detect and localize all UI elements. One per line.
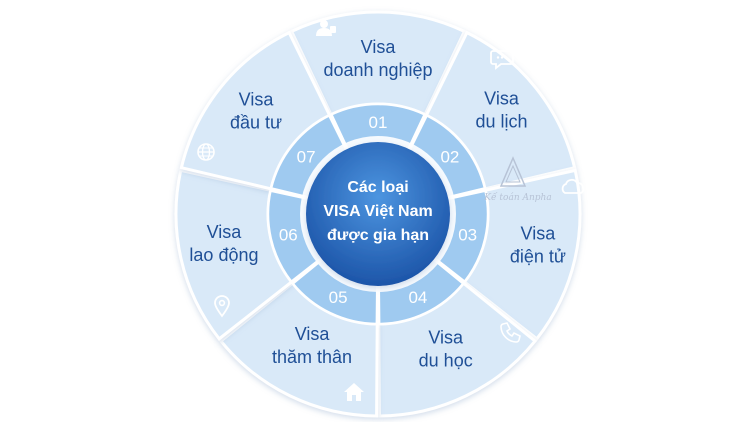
segment-label-line: Visa [484, 88, 520, 108]
segment-number: 02 [440, 148, 459, 167]
segment-label-line: Visa [361, 37, 397, 57]
user-icon [316, 20, 336, 36]
segment-label: Visa đầu tư [230, 90, 282, 133]
segment-label-line: Visa [295, 324, 331, 344]
segment-label-line: thăm thân [272, 347, 352, 367]
segment-label-line: điện tử [510, 246, 566, 266]
segment-label-line: Visa [239, 90, 275, 110]
watermark-text: Kế toán Anpha [483, 192, 551, 203]
segment-label-line: Visa [521, 223, 557, 243]
chat-icon [490, 50, 514, 70]
segment-label-line: lao động [189, 245, 258, 265]
segment-05: Visa thăm thân [218, 281, 379, 418]
center-title-line: được gia hạn [327, 227, 429, 244]
segment-number: 01 [369, 113, 388, 132]
segment-label-line: Visa [428, 328, 464, 348]
center-title-line: Các loại [347, 179, 408, 196]
segment-label: Visa doanh nghiệp [323, 37, 432, 80]
globe-icon [197, 143, 215, 161]
watermark-logo-inner-icon [505, 164, 521, 183]
segment-number: 04 [408, 288, 427, 307]
watermark: Kế toán Anpha [483, 156, 552, 203]
segment-label-line: doanh nghiệp [323, 60, 432, 80]
segment-label-line: đầu tư [230, 113, 282, 133]
segment-label: Visa điện tử [510, 223, 566, 266]
home-icon [344, 383, 364, 401]
segment-07: Visa đầu tư [179, 30, 332, 191]
segment-06: Visa lao động [174, 168, 294, 341]
segment-label: Visa lao động [189, 222, 258, 265]
segment-number: 06 [279, 225, 298, 244]
watermark-logo-icon [499, 156, 527, 187]
segment-label: Visa du học [419, 328, 473, 371]
segment-label-line: Visa [207, 222, 243, 242]
segment-label-line: du lịch [476, 111, 528, 131]
segment-number: 05 [329, 288, 348, 307]
segment-label: Visa thăm thân [272, 324, 352, 367]
location-pin-icon [214, 295, 230, 318]
segment-label-line: du học [419, 351, 473, 371]
center-circle-fill [306, 142, 450, 286]
segment-number: 03 [458, 225, 477, 244]
phone-icon [500, 322, 521, 343]
segment-label: Visa du lịch [476, 88, 528, 131]
cloud-icon [561, 178, 585, 194]
segment-01: Visa doanh nghiệp [289, 10, 467, 117]
center-title-line: VISA Việt Nam [323, 203, 432, 220]
segment-number: 07 [297, 148, 316, 167]
